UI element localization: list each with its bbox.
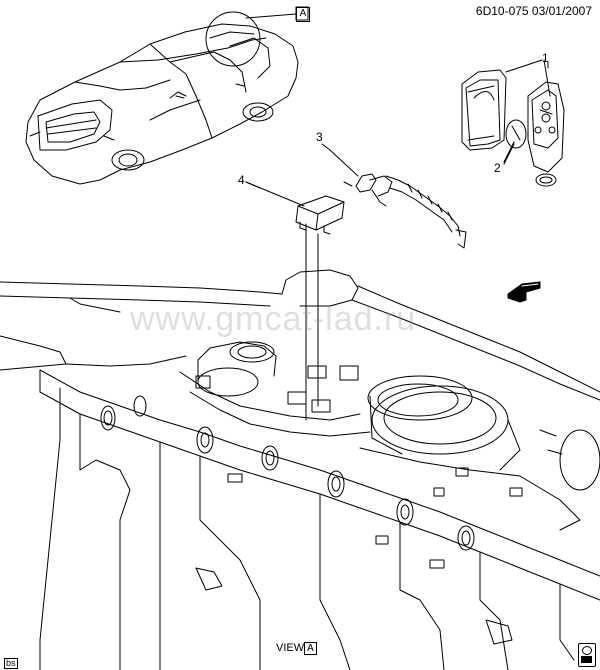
callout-2: 2 [494, 161, 501, 175]
corner-tag: bs [4, 658, 18, 669]
callout-4: 4 [238, 173, 245, 187]
leader-line-2 [503, 141, 515, 163]
watermark: www.gmcat-lad.ru [130, 300, 417, 338]
wiring-harness [329, 149, 467, 249]
leader-line-4 [245, 181, 261, 189]
fwd-arrow-icon [507, 281, 541, 303]
wrench-icon [578, 643, 596, 667]
leader-line-3 [321, 143, 331, 151]
callout-3: 3 [316, 130, 323, 144]
vehicle-illustration [25, 11, 299, 185]
callout-1: 1 [542, 51, 549, 65]
diagram-code: 6D10-075 03/01/2007 [475, 4, 592, 18]
view-a-marker: A [296, 7, 310, 22]
view-caption-prefix: VIEW [276, 642, 305, 654]
key-fob-assembly [461, 59, 565, 187]
rear-compartment [0, 269, 600, 670]
view-caption-letter: A [304, 642, 317, 655]
